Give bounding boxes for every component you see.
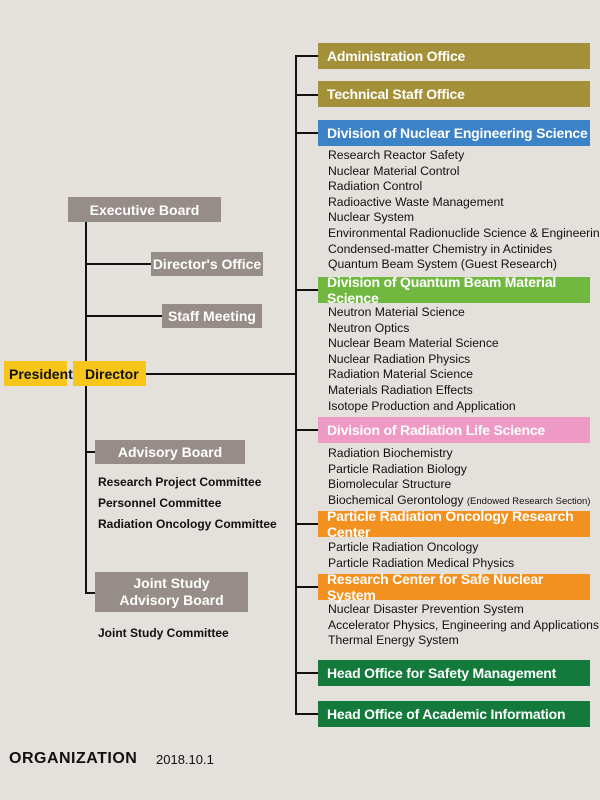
president-box: President xyxy=(4,361,73,386)
connector-advisory-board xyxy=(85,451,95,453)
safe-nuclear-center-box: Research Center for Safe Nuclear System xyxy=(318,571,590,603)
connector-administration xyxy=(295,55,318,57)
list-item: Neutron Optics xyxy=(328,320,410,335)
biochemical-gerontology-label: Biochemical Gerontology xyxy=(328,492,464,507)
joint-study-advisory-board-box: Joint Study Advisory Board xyxy=(95,572,248,612)
connector-directors-office xyxy=(85,263,151,265)
connector-technical xyxy=(295,94,318,96)
connector-radiation-life xyxy=(295,429,318,431)
particle-oncology-center-box: Particle Radiation Oncology Research Cen… xyxy=(318,508,590,540)
technical-staff-office-box: Technical Staff Office xyxy=(318,81,590,107)
particle-oncology-list: Particle Radiation Oncology Particle Rad… xyxy=(328,540,514,571)
connector-particle-oncology xyxy=(295,523,318,525)
connector-safe-nuclear xyxy=(295,586,318,588)
list-item: Particle Radiation Oncology xyxy=(328,540,479,554)
joint-study-committee: Joint Study Committee xyxy=(98,626,229,640)
list-item: Environmental Radionuclide Science & Eng… xyxy=(328,225,600,240)
personnel-committee: Personnel Committee xyxy=(98,496,222,510)
advisory-committee-list: Research Project Committee Personnel Com… xyxy=(98,472,277,535)
connector-nuclear-engineering xyxy=(295,132,318,134)
left-vertical-line xyxy=(85,221,87,594)
radiation-oncology-committee: Radiation Oncology Committee xyxy=(98,517,277,531)
list-item: Biochemical Gerontology (Endowed Researc… xyxy=(328,493,590,509)
list-item: Quantum Beam System (Guest Research) xyxy=(328,257,557,272)
joint-study-line2: Advisory Board xyxy=(119,592,224,608)
connector-quantum-beam xyxy=(295,289,318,291)
connector-safety-management xyxy=(295,672,318,674)
staff-meeting-box: Staff Meeting xyxy=(162,304,262,328)
list-item: Nuclear Disaster Prevention System xyxy=(328,602,524,616)
organization-date: 2018.10.1 xyxy=(156,752,214,767)
safety-management-office-box: Head Office for Safety Management xyxy=(318,660,590,686)
directors-office-box: Director's Office xyxy=(151,252,263,276)
list-item: Materials Radiation Effects xyxy=(328,382,473,397)
list-item: Nuclear Radiation Physics xyxy=(328,351,471,366)
connector-director-right xyxy=(146,373,296,375)
connector-staff-meeting xyxy=(85,315,162,317)
list-item: Accelerator Physics, Engineering and App… xyxy=(328,617,599,632)
joint-study-line1: Joint Study xyxy=(133,575,210,591)
list-item: Radiation Control xyxy=(328,179,423,194)
quantum-beam-list: Neutron Material Science Neutron Optics … xyxy=(328,305,516,414)
list-item: Research Reactor Safety xyxy=(328,148,465,162)
list-item: Radioactive Waste Management xyxy=(328,194,504,209)
research-project-committee: Research Project Committee xyxy=(98,475,262,489)
list-item: Isotope Production and Application xyxy=(328,398,516,413)
connector-academic-information xyxy=(295,713,318,715)
quantum-beam-division-box: Division of Quantum Beam Material Scienc… xyxy=(318,274,590,306)
administration-office-box: Administration Office xyxy=(318,43,590,69)
list-item: Nuclear Beam Material Science xyxy=(328,336,499,351)
list-item: Particle Radiation Medical Physics xyxy=(328,555,515,570)
nuclear-engineering-division-box: Division of Nuclear Engineering Science xyxy=(318,120,590,146)
radiation-life-division-box: Division of Radiation Life Science xyxy=(318,417,590,443)
safe-nuclear-list: Nuclear Disaster Prevention System Accel… xyxy=(328,602,599,649)
nuclear-engineering-list: Research Reactor Safety Nuclear Material… xyxy=(328,148,600,273)
list-item: Thermal Energy System xyxy=(328,633,459,648)
list-item: Radiation Biochemistry xyxy=(328,446,453,460)
list-item: Nuclear System xyxy=(328,210,415,225)
list-item: Nuclear Material Control xyxy=(328,163,460,178)
radiation-life-list: Radiation Biochemistry Particle Radiatio… xyxy=(328,446,590,508)
right-vertical-line xyxy=(295,55,297,714)
executive-board-box: Executive Board xyxy=(68,197,221,222)
academic-information-office-box: Head Office of Academic Information xyxy=(318,701,590,727)
list-item: Radiation Material Science xyxy=(328,367,473,382)
director-box: Director xyxy=(73,361,146,386)
list-item: Biomolecular Structure xyxy=(328,477,452,492)
list-item: Neutron Material Science xyxy=(328,305,465,319)
advisory-board-box: Advisory Board xyxy=(95,440,245,464)
organization-title: ORGANIZATION xyxy=(9,750,138,767)
endowed-note: (Endowed Research Section) xyxy=(466,495,591,507)
connector-joint-study xyxy=(85,592,95,594)
list-item: Particle Radiation Biology xyxy=(328,461,467,476)
list-item: Condensed-matter Chemistry in Actinides xyxy=(328,241,553,256)
